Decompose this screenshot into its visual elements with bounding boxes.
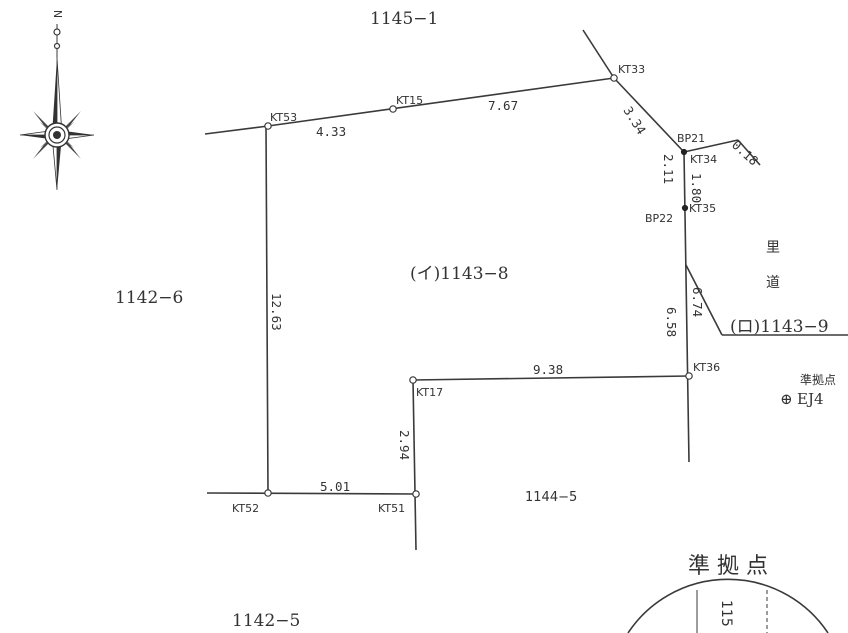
parcel-boundaries xyxy=(204,29,848,551)
distance-501: 5.01 xyxy=(320,479,350,494)
label-kt17: KT17 xyxy=(416,386,443,399)
point-kt51 xyxy=(412,490,420,498)
point-bp21 xyxy=(680,148,688,156)
lot-south: 1144−5 xyxy=(525,490,577,505)
distance-1263: 12.63 xyxy=(269,293,284,331)
point-kt17 xyxy=(409,376,417,384)
boundary-kt17-kt51 xyxy=(412,379,417,551)
inset-detail: 準 拠 点 115 xyxy=(627,554,829,633)
label-kt51: KT51 xyxy=(378,502,405,515)
point-labels: KT53 KT15 KT33 BP21 KT34 BP22 KT35 KT36 … xyxy=(232,63,720,515)
label-bp21: BP21 xyxy=(677,132,705,145)
benchmark-symbol-icon: ⊕ xyxy=(780,390,793,408)
point-kt33 xyxy=(610,74,618,82)
inset-circle-arc xyxy=(627,578,829,633)
label-kt15: KT15 xyxy=(396,94,423,107)
inset-title: 準 拠 点 xyxy=(688,554,768,579)
boundary-east xyxy=(683,151,690,463)
lot-labels: 1145−1 1142−6 1142−5 1144−5 (イ)1143−8 (ロ… xyxy=(115,9,829,631)
distance-334: 3.34 xyxy=(620,104,649,137)
distance-767: 7.67 xyxy=(488,98,518,113)
distance-294: 2.94 xyxy=(397,430,412,460)
benchmark-id: EJ4 xyxy=(797,390,824,408)
distance-433: 4.33 xyxy=(316,124,346,139)
distance-018: 0.18 xyxy=(729,137,761,168)
compass-north-letter: N xyxy=(51,10,64,18)
lot-north: 1145−1 xyxy=(370,9,438,29)
lot-southwest: 1142−5 xyxy=(232,611,300,631)
boundary-kt33-bp21 xyxy=(613,77,685,153)
point-kt35 xyxy=(681,204,689,212)
road-label-char-2: 道 xyxy=(766,275,780,291)
road-label-char-1: 里 xyxy=(766,240,780,256)
point-kt52 xyxy=(264,489,272,497)
benchmark-ej4: 準拠点 ⊕ EJ4 xyxy=(780,372,836,408)
benchmark-label: 準拠点 xyxy=(800,372,836,387)
boundary-west xyxy=(265,125,269,494)
distance-658: 6.58 xyxy=(664,307,679,337)
label-kt33: KT33 xyxy=(618,63,645,76)
lot-west: 1142−6 xyxy=(115,288,183,308)
lot-east: (ロ)1143−9 xyxy=(730,317,829,337)
boundary-south xyxy=(206,492,417,495)
label-kt53: KT53 xyxy=(270,111,297,124)
inset-digits: 115 xyxy=(718,600,734,627)
survey-points xyxy=(264,74,693,498)
distance-labels: 4.33 7.67 3.34 0.18 2.11 1.80 6.74 6.58 … xyxy=(269,98,761,494)
road-label: 里 道 xyxy=(766,240,780,291)
label-kt35: KT35 xyxy=(689,202,716,215)
distance-674: 6.74 xyxy=(690,287,705,317)
boundary-west-extension xyxy=(204,125,269,135)
boundary-bp21-spur xyxy=(683,139,739,153)
compass-rose-icon: N xyxy=(19,10,95,191)
label-bp22: BP22 xyxy=(645,212,673,225)
boundary-spur-end xyxy=(737,139,761,166)
point-kt53 xyxy=(264,122,272,130)
point-kt36 xyxy=(685,372,693,380)
boundary-kt17-kt36 xyxy=(412,375,690,381)
lot-main: (イ)1143−8 xyxy=(410,264,509,284)
boundary-kt33-north xyxy=(582,29,615,79)
label-kt34: KT34 xyxy=(690,153,717,166)
distance-180: 1.80 xyxy=(689,173,704,203)
label-kt36: KT36 xyxy=(693,361,720,374)
distance-211: 2.11 xyxy=(661,154,676,184)
point-kt15 xyxy=(389,105,397,113)
boundary-ro-diagonal xyxy=(685,264,723,336)
distance-938: 9.38 xyxy=(533,362,563,377)
boundary-north xyxy=(267,77,615,127)
label-kt52: KT52 xyxy=(232,502,259,515)
